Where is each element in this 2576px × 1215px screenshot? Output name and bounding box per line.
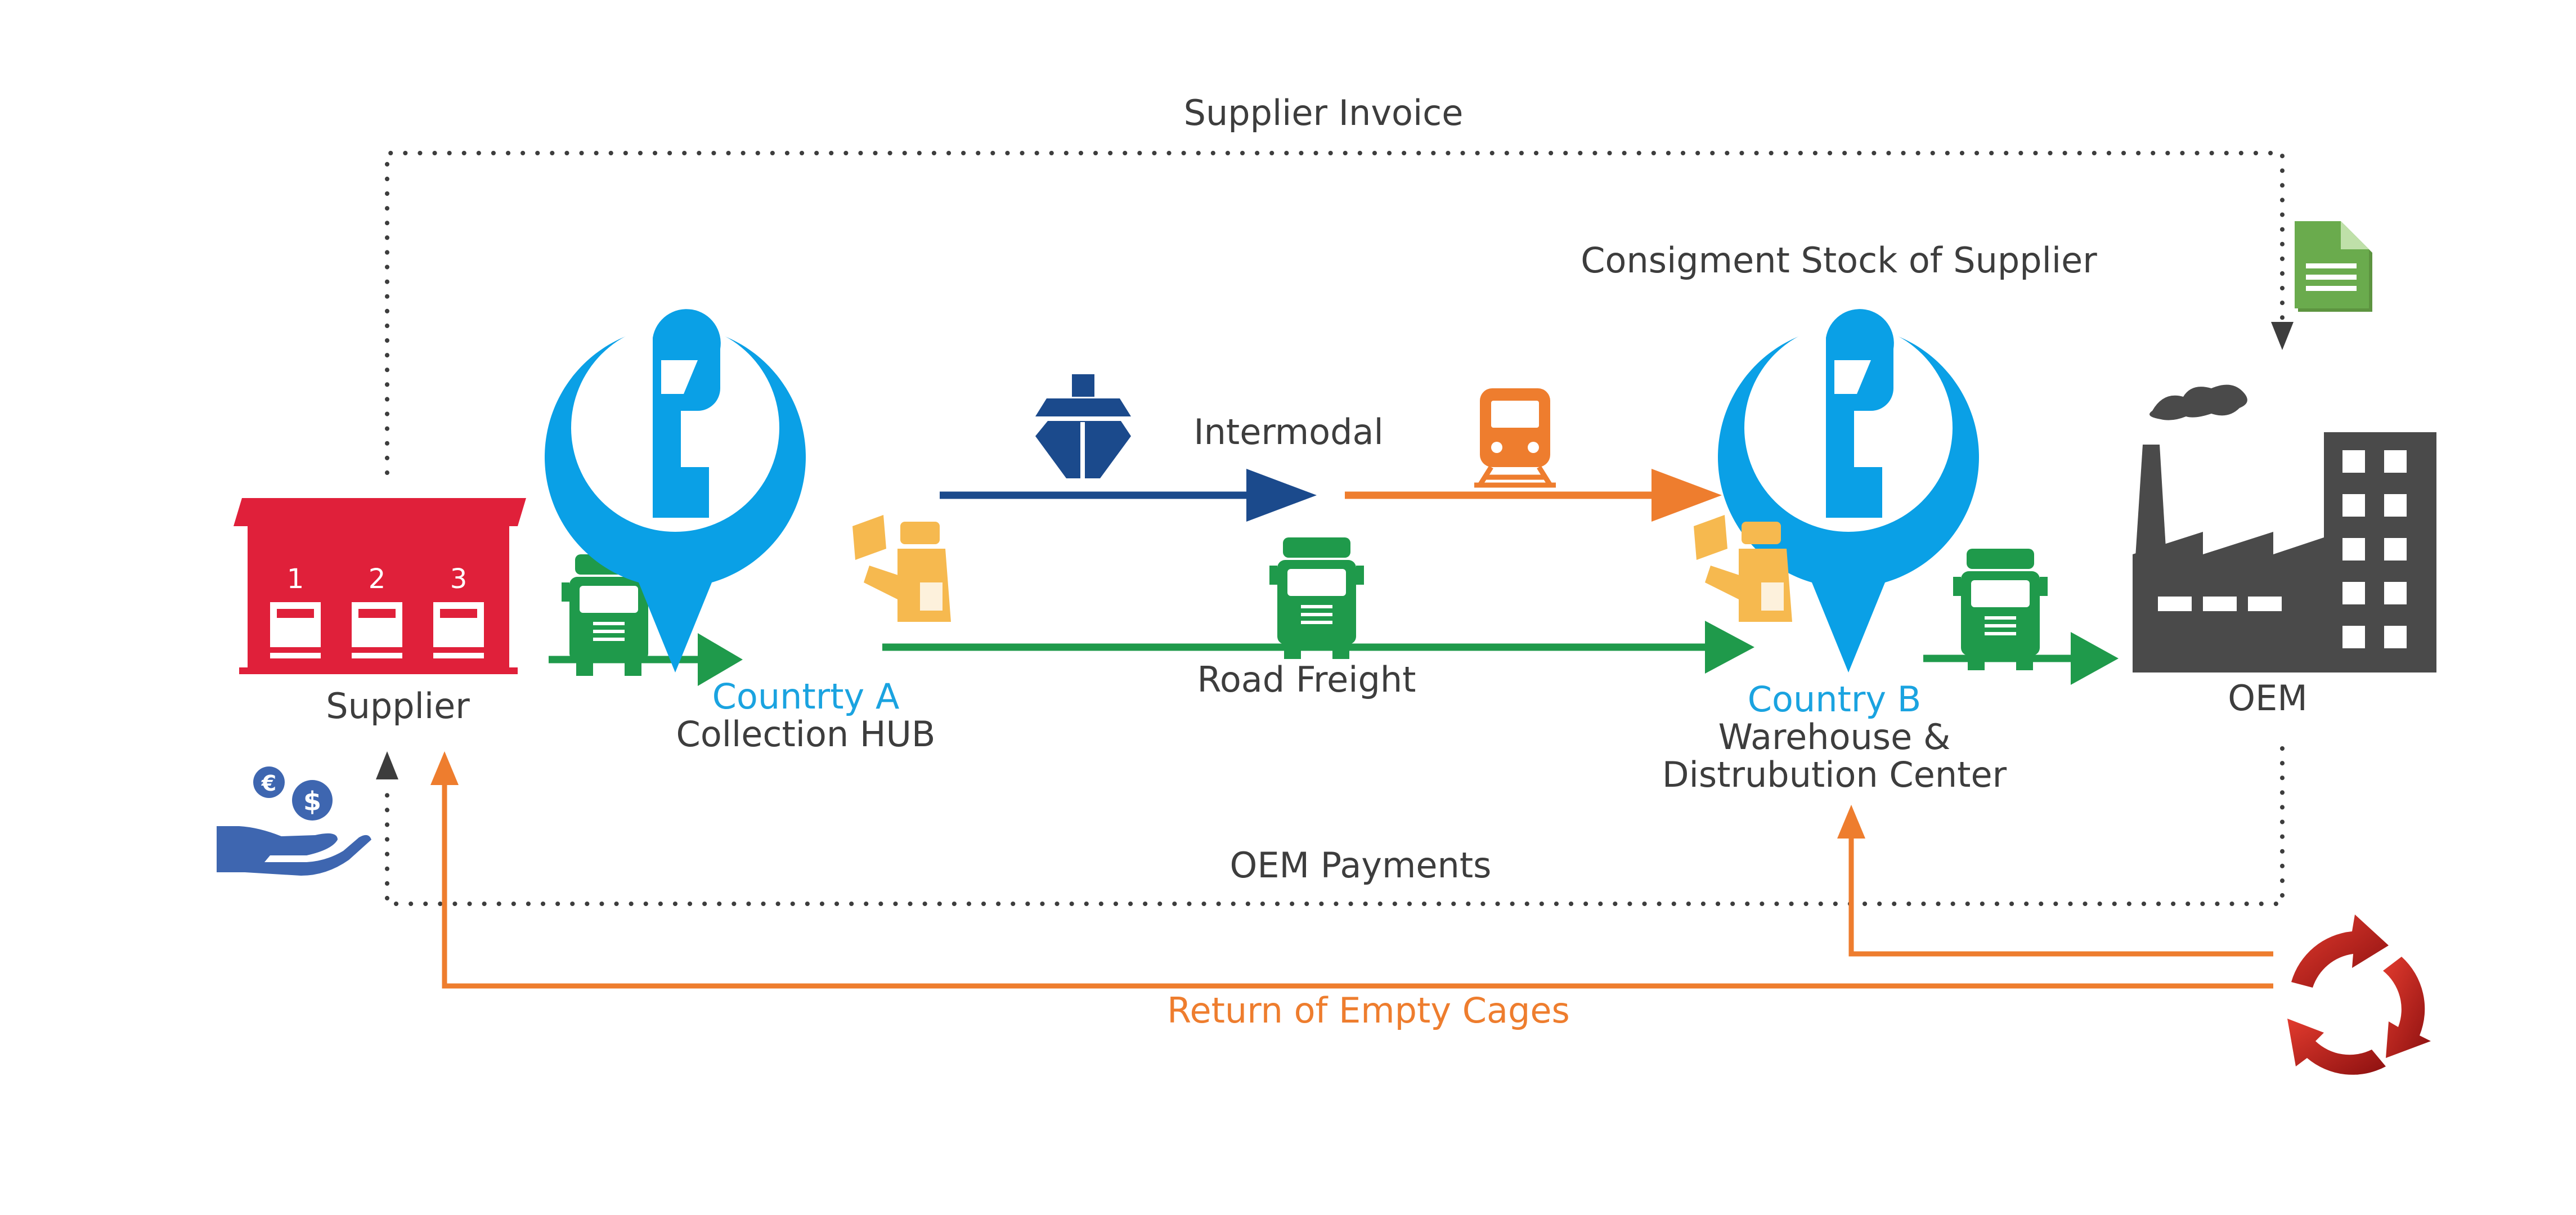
agent-icon (1694, 515, 1792, 622)
return-empty-cages-line (442, 774, 2273, 989)
country-b-block: Country B Warehouse & Distrubution Cente… (1662, 679, 2007, 795)
country-a-label: Countrty A (712, 676, 900, 717)
supplier-invoice-dotted-line (385, 151, 2285, 475)
return-empty-cages-label: Return of Empty Cages (1167, 990, 1570, 1031)
supplier-label: Supplier (326, 685, 470, 727)
svg-text:$: $ (303, 786, 321, 817)
country-a-location-pin-icon (545, 309, 806, 672)
document-icon (2295, 221, 2372, 312)
warehouse-label-line2: Distrubution Center (1662, 754, 2007, 795)
agent-icon (852, 515, 951, 622)
supplier-warehouse-icon: 1 2 3 (234, 498, 526, 674)
road-freight-label: Road Freight (1197, 659, 1416, 700)
consignment-stock-label: Consigment Stock of Supplier (1581, 240, 2097, 281)
truck-icon (1953, 549, 2048, 670)
oem-label: OEM (2228, 678, 2308, 719)
oem-payments-dotted-line (385, 746, 2285, 906)
warehouse-label-line1: Warehouse & (1718, 716, 1951, 757)
dock-number-1: 1 (287, 563, 304, 595)
invoice-arrowhead (2271, 322, 2294, 350)
return-arrowhead-supplier (430, 751, 459, 785)
dock-number-2: 2 (369, 563, 386, 595)
recycle-icon (2287, 914, 2431, 1075)
train-icon (1474, 388, 1556, 488)
svg-text:€: € (261, 771, 276, 796)
ship-icon (1035, 374, 1131, 478)
return-arrowhead-warehouse (1837, 805, 1865, 839)
money-hand-icon: € $ (217, 766, 371, 876)
payments-arrowhead (376, 751, 398, 779)
country-b-location-pin-icon (1718, 309, 1979, 672)
intermodal-arrows (940, 469, 1722, 522)
intermodal-label: Intermodal (1193, 411, 1384, 452)
country-a-block: Countrty A Collection HUB (676, 678, 936, 754)
truck-icon (1269, 537, 1364, 659)
oem-factory-icon (2133, 384, 2436, 672)
supplier-invoice-label: Supplier Invoice (1183, 92, 1464, 133)
collection-hub-label: Collection HUB (676, 713, 936, 755)
dock-number-3: 3 (450, 563, 468, 595)
country-b-label: Country B (1747, 679, 1922, 720)
oem-payments-label: OEM Payments (1229, 845, 1492, 886)
